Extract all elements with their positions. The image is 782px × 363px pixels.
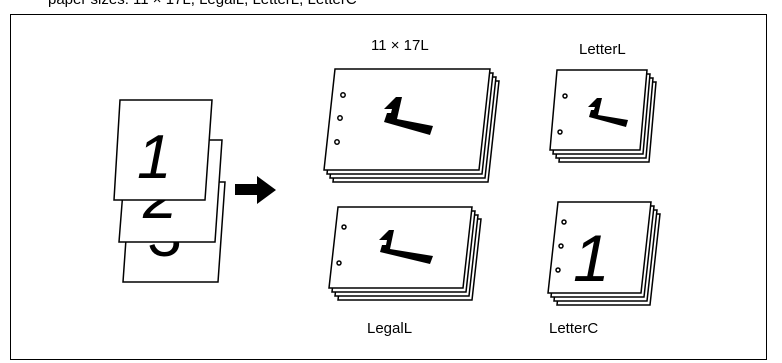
source-page-stack: 3 2 1 [113, 99, 226, 283]
source-page-1-number: 1 [137, 123, 171, 192]
rotated-page-number-1-small [588, 98, 628, 127]
label-legal-landscape: LegalL [367, 320, 413, 337]
tabloid-landscape-stack [323, 68, 500, 183]
legal-landscape-stack [328, 206, 482, 301]
letter-landscape-stack [549, 69, 657, 163]
rotated-page-number-1-legal [379, 230, 433, 264]
rotated-page-number-1 [384, 97, 433, 135]
label-letter-portrait: LetterC [549, 320, 599, 337]
label-letter-landscape: LetterL [579, 41, 626, 58]
right-arrow-icon [235, 176, 276, 204]
label-tabloid: 11 × 17L [371, 37, 429, 54]
letter-portrait-stack: 1 [547, 201, 661, 306]
letter-portrait-page-number: 1 [573, 221, 610, 295]
cutoff-header-text: paper sizes: 11 × 17L, LegalL, LetterL, … [0, 0, 782, 14]
source-page-1: 1 [113, 99, 213, 201]
diagram-frame [10, 14, 767, 360]
cutoff-header-label: paper sizes: 11 × 17L, LegalL, LetterL, … [48, 0, 357, 8]
